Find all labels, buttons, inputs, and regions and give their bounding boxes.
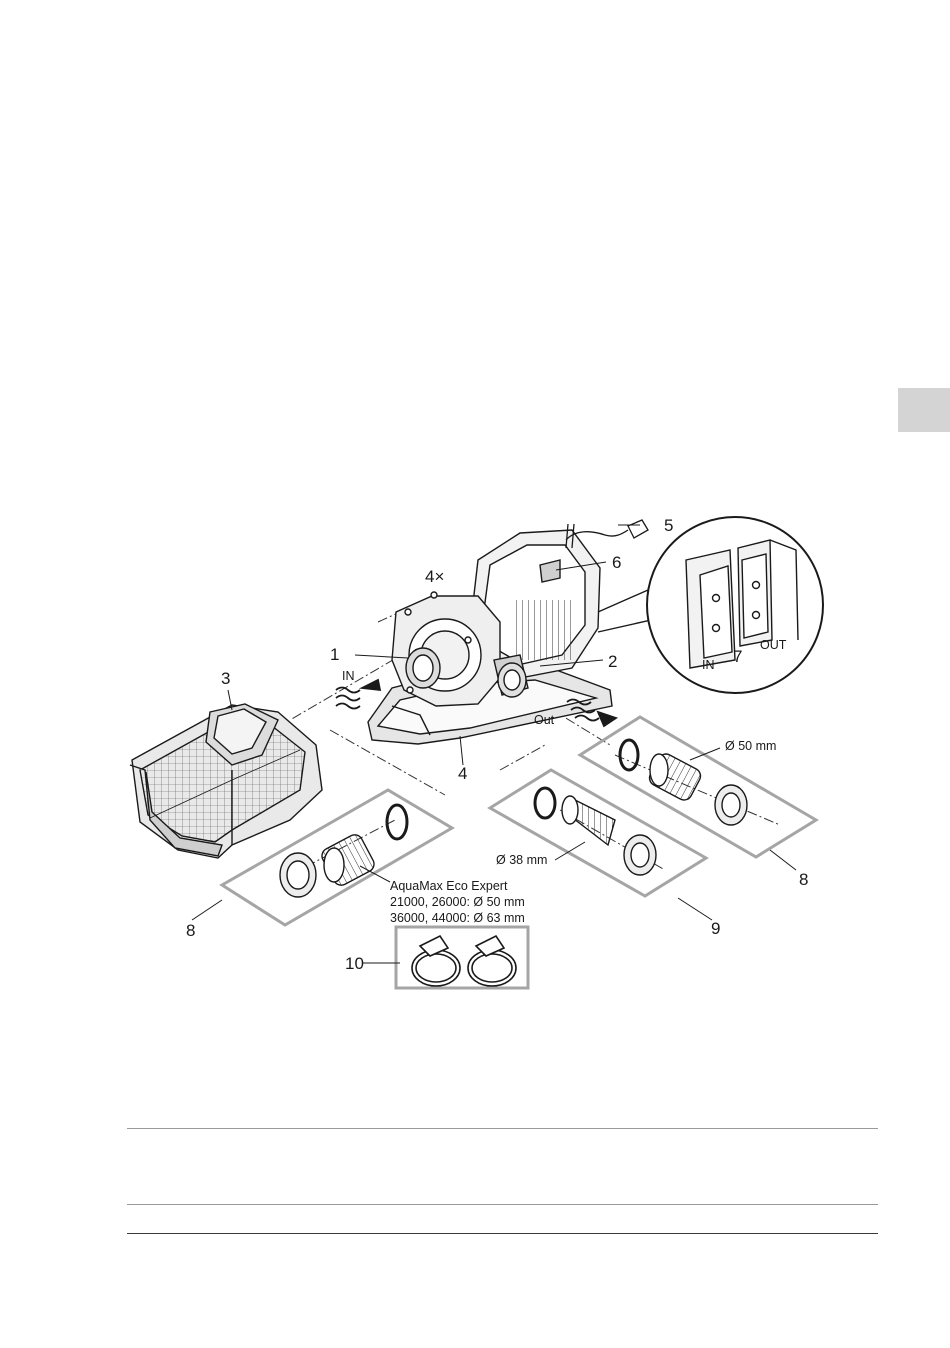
callout-7: 7: [733, 647, 742, 666]
label-dia-38: Ø 38 mm: [496, 853, 547, 867]
callout-8-left: 8: [186, 921, 195, 940]
label-out: Out: [534, 713, 555, 727]
label-detail-out: OUT: [760, 638, 787, 652]
callout-6: 6: [612, 553, 621, 572]
kit-9-parts: [535, 788, 656, 875]
note-line-3: 36000, 44000: Ø 63 mm: [390, 911, 525, 925]
callout-4x: 4×: [425, 567, 444, 586]
in-flow-arrows: [336, 680, 380, 709]
kit-box-8-right: [580, 717, 816, 857]
hose-clamps: [412, 936, 516, 986]
callout-8-right: 8: [799, 870, 808, 889]
callout-10: 10: [345, 954, 364, 973]
divider-rule-top: [127, 1128, 878, 1129]
callout-2: 2: [608, 652, 617, 671]
filter-basket: [130, 704, 322, 858]
note-line-1: AquaMax Eco Expert: [390, 879, 508, 893]
pump-body: [368, 530, 612, 744]
callout-5: 5: [664, 516, 673, 535]
callout-4: 4: [458, 764, 467, 783]
label-dia-50: Ø 50 mm: [725, 739, 776, 753]
label-in: IN: [342, 669, 355, 683]
kit-8-left-parts: [280, 805, 407, 897]
note-line-2: 21000, 26000: Ø 50 mm: [390, 895, 525, 909]
divider-rule-middle: [127, 1204, 878, 1205]
callout-1: 1: [330, 645, 339, 664]
callout-9: 9: [711, 919, 720, 938]
callout-3: 3: [221, 669, 230, 688]
label-detail-in: IN: [702, 658, 715, 672]
motor-ribs: [512, 600, 574, 660]
divider-rule-bottom: [127, 1233, 878, 1234]
adapter-note: AquaMax Eco Expert 21000, 26000: Ø 50 mm…: [390, 879, 525, 925]
